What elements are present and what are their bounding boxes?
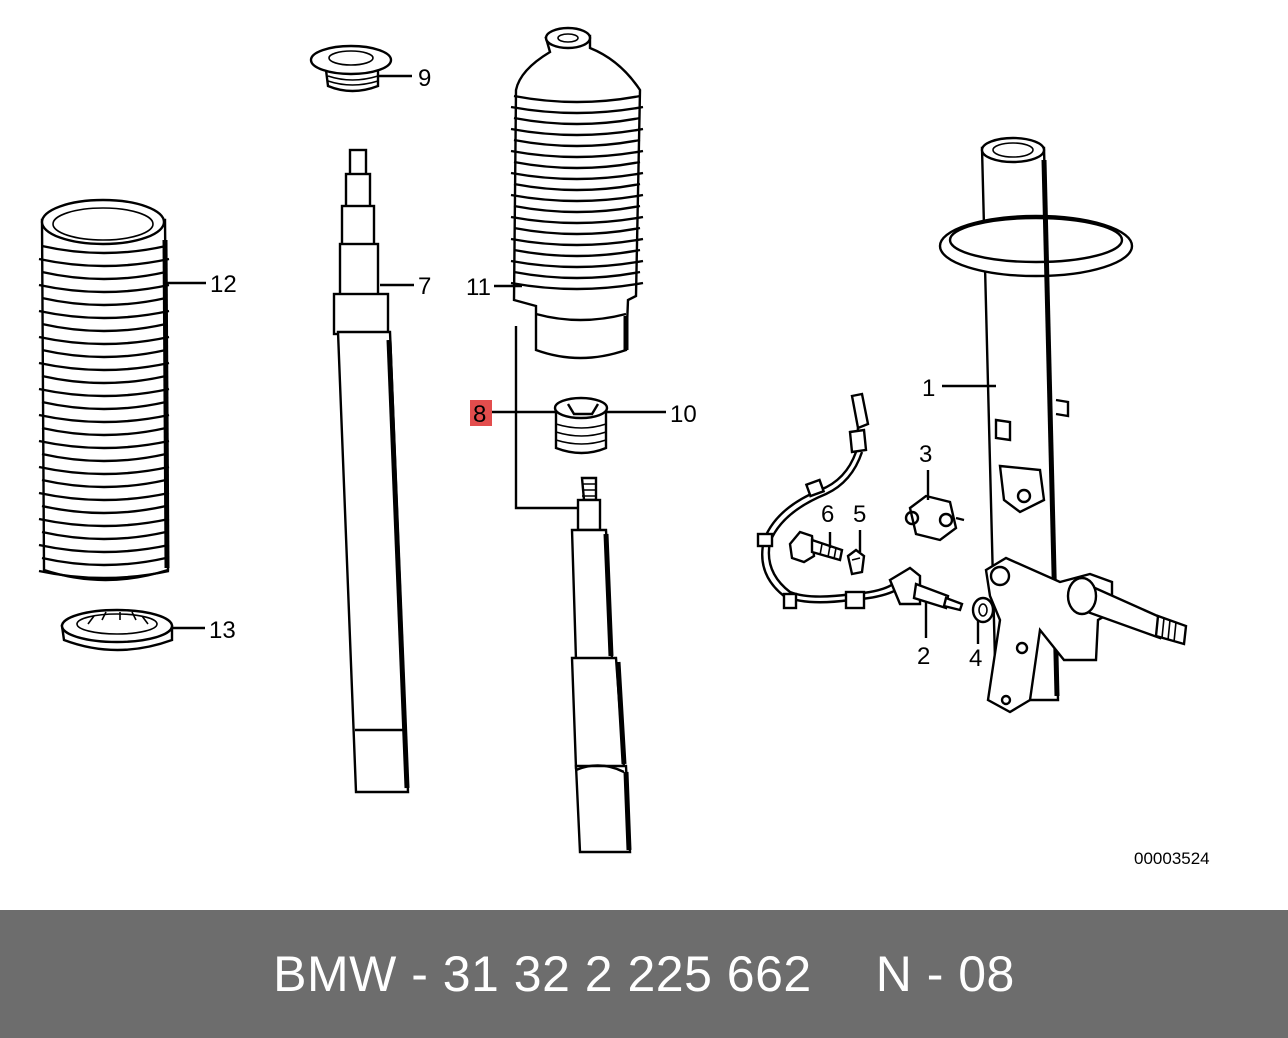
part-3-connector: [904, 494, 965, 542]
callout-labels: 1 2 3 4 5 6 7 8 9 10 11 12 13: [209, 65, 982, 672]
bellows-fold: [38, 556, 170, 580]
bellows-fold: [38, 400, 170, 424]
bellows-fold: [510, 160, 644, 181]
sensor-cable: [756, 392, 901, 610]
callout-7: 7: [418, 273, 431, 300]
bellows-fold: [510, 226, 644, 247]
callout-4: 4: [969, 645, 982, 672]
steering-knuckle: [984, 556, 1188, 714]
part-6-bolt: [788, 530, 844, 564]
part-number-bar: BMW - 31 32 2 225 662 N - 08: [0, 910, 1288, 1038]
leader-lines: [167, 74, 996, 644]
callout-12: 12: [210, 271, 237, 298]
leader-bracket-8: [514, 326, 578, 510]
part-9-top-mount: [309, 44, 393, 93]
parts-diagram: 1 2 3 4 5 6 7 8 9 10 11 12 13 00003524: [38, 26, 1210, 868]
part-number-text: BMW - 31 32 2 225 662: [273, 946, 812, 1002]
bellows-fold: [38, 244, 170, 268]
callout-8-highlight: [470, 400, 492, 426]
bellows-fold: [38, 322, 170, 346]
callout-5: 5: [853, 501, 866, 528]
callout-11: 11: [466, 274, 491, 301]
bellows-fold: [510, 204, 644, 225]
bellows-fold: [510, 270, 644, 291]
bellows-fold: [510, 182, 644, 203]
part-4-washer: [971, 596, 995, 624]
callout-9: 9: [418, 65, 431, 92]
bellows-fold: [510, 248, 644, 269]
part-5-clip: [846, 548, 866, 576]
callout-13: 13: [209, 617, 236, 644]
callout-3: 3: [919, 441, 932, 468]
shock-absorber-insert: [570, 476, 632, 854]
drawing-number: 00003524: [1134, 849, 1210, 868]
bellows-fold: [38, 348, 170, 372]
bellows-fold: [38, 478, 170, 502]
callout-10: 10: [670, 401, 697, 428]
part-2-sensor: [888, 566, 964, 612]
bellows-fold: [38, 270, 170, 294]
bellows-fold: [38, 504, 170, 528]
part-10-bushing: [553, 396, 609, 455]
bellows-fold: [38, 374, 170, 398]
bellows-fold: [38, 452, 170, 476]
bellows-fold: [510, 94, 644, 115]
bellows-fold: [510, 116, 644, 137]
part-13-support-ring: [60, 608, 174, 652]
bellows-fold: [38, 296, 170, 320]
part-11-protective-boot: [510, 26, 644, 360]
callout-2: 2: [917, 643, 930, 670]
callout-8: 8: [473, 401, 486, 428]
part-7-shock-absorber: [332, 148, 410, 794]
callout-6: 6: [821, 501, 834, 528]
part-12-bellows: [38, 198, 170, 582]
bellows-fold: [38, 426, 170, 450]
bellows-fold: [38, 530, 170, 554]
position-text: N - 08: [875, 946, 1015, 1002]
bellows-fold: [510, 138, 644, 159]
callout-1: 1: [922, 375, 935, 402]
